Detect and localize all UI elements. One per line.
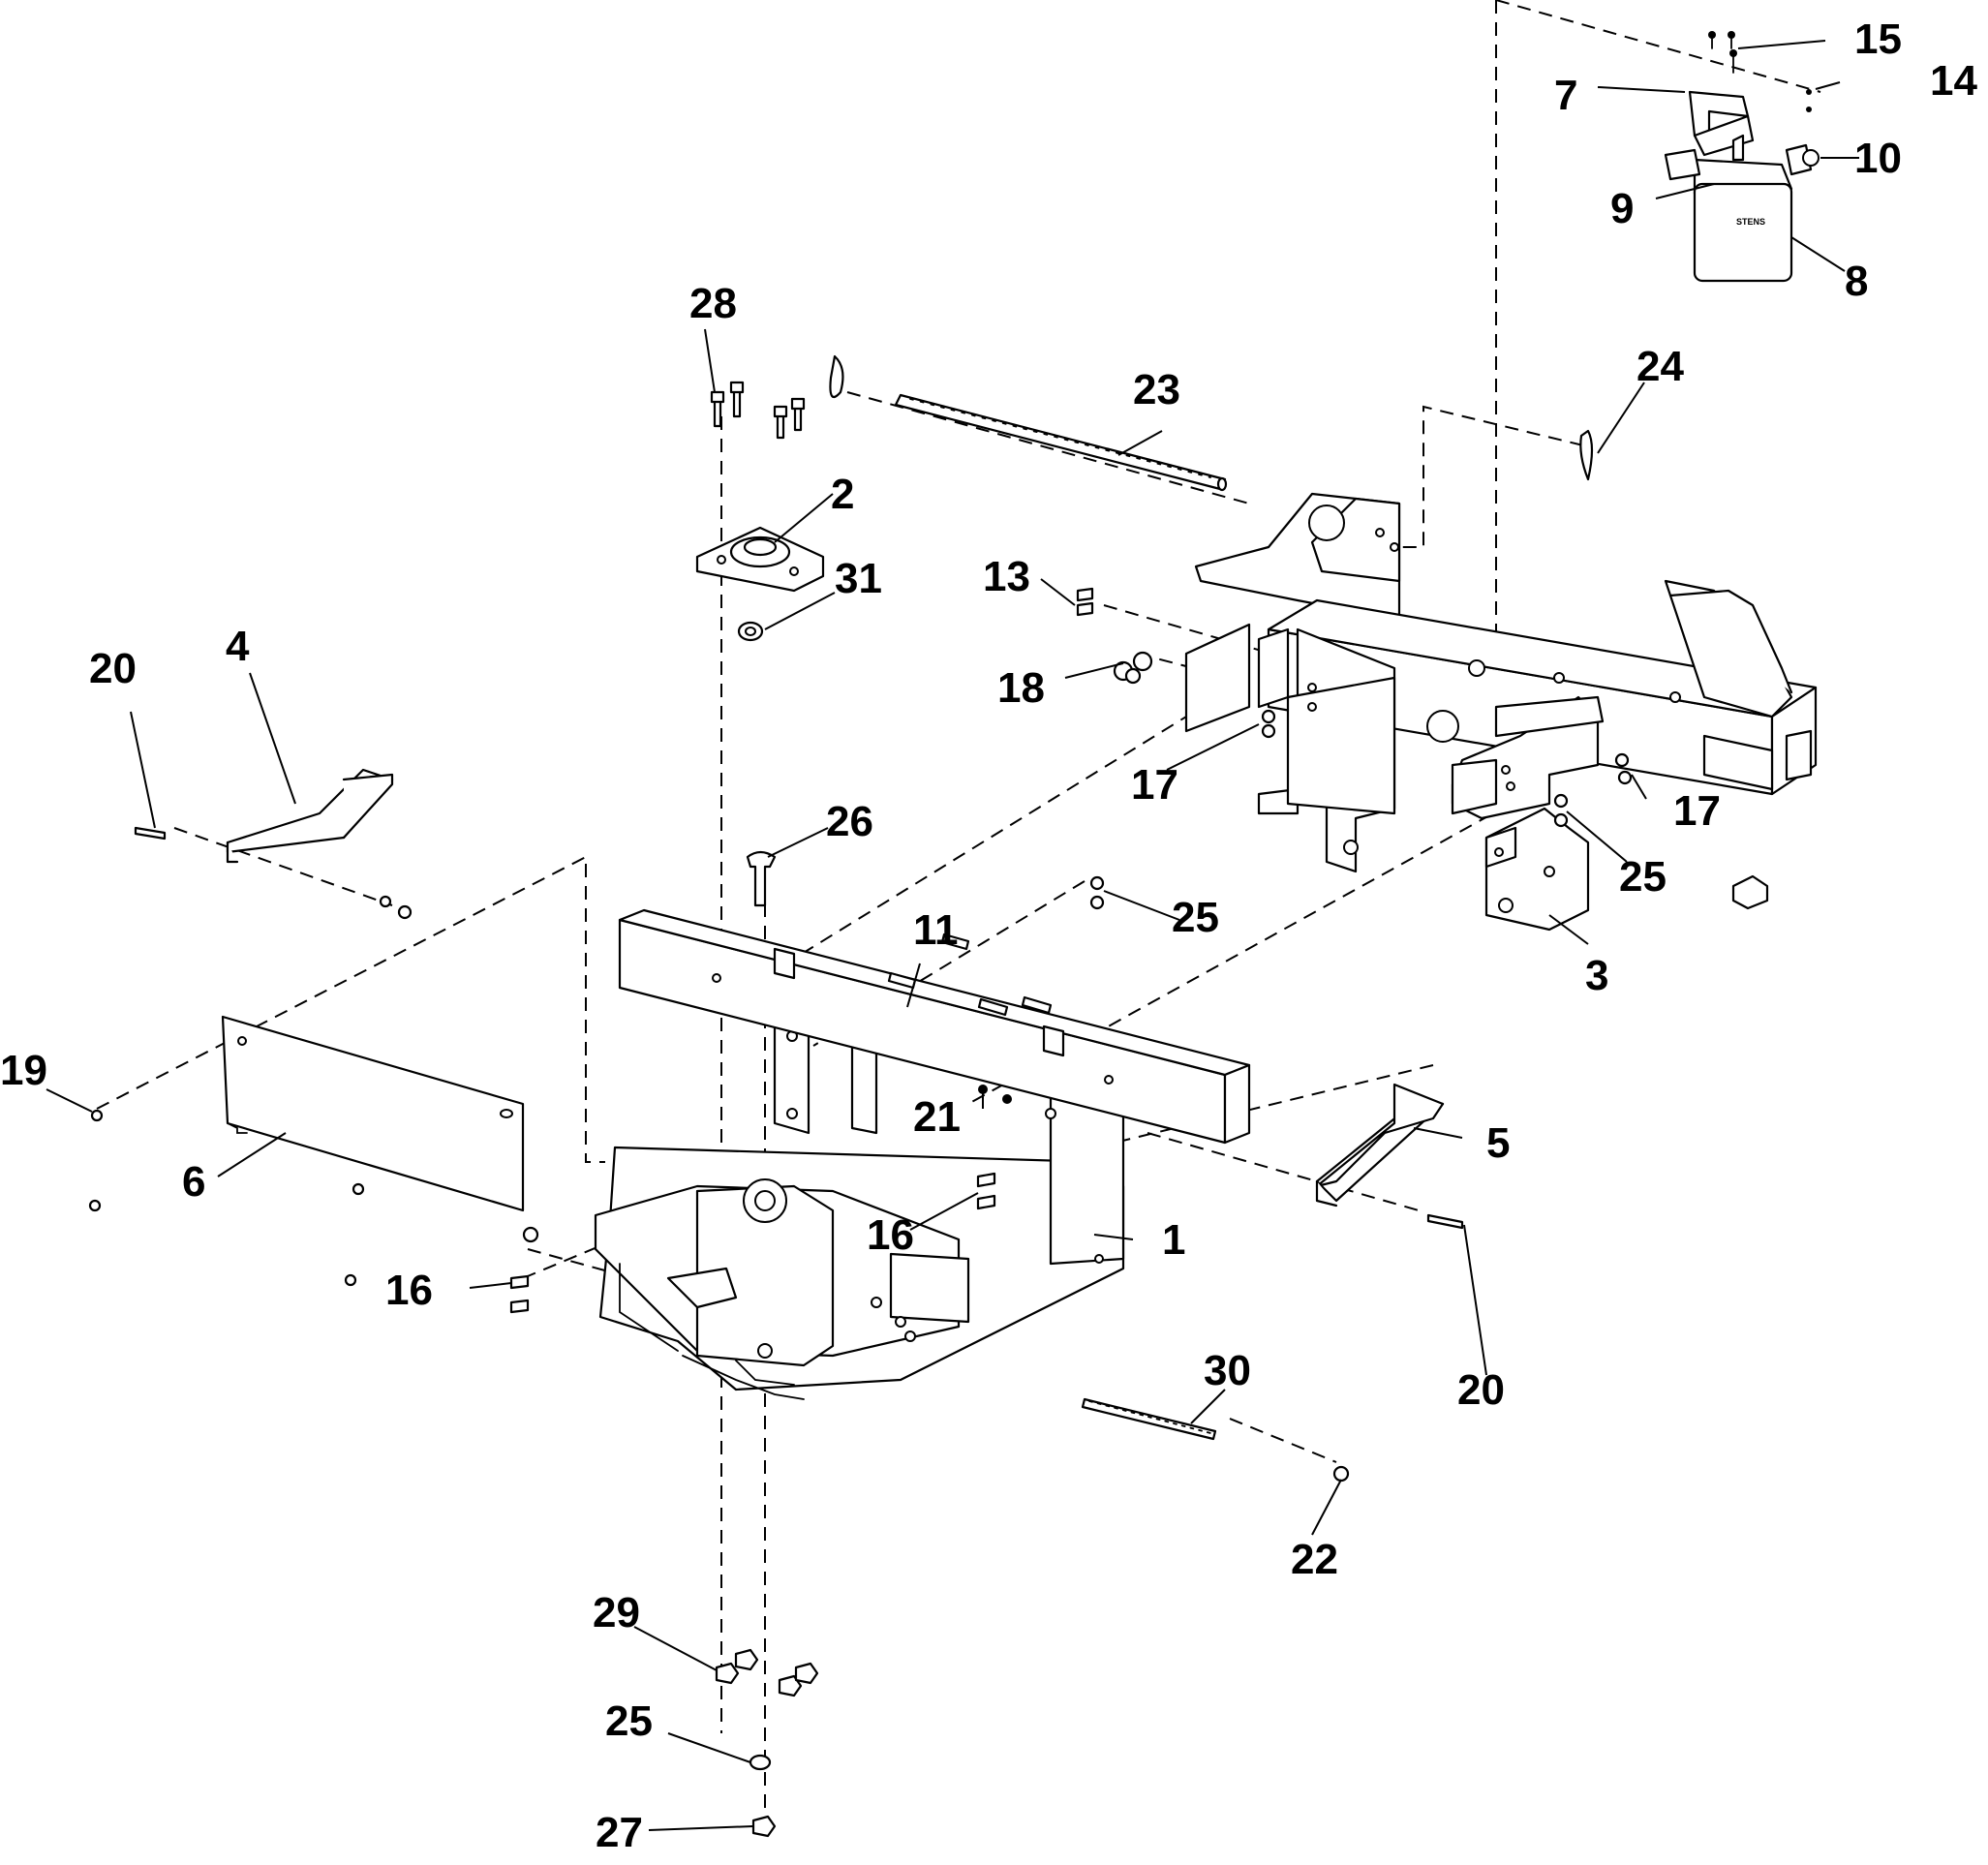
callout-22: 22 bbox=[1291, 1536, 1338, 1583]
callout-15: 15 bbox=[1854, 15, 1902, 63]
hardware bbox=[88, 354, 1769, 1838]
callout-24: 24 bbox=[1636, 343, 1684, 390]
callout-4: 4 bbox=[226, 623, 250, 670]
rod-lower bbox=[1081, 1397, 1217, 1441]
callout-13: 13 bbox=[983, 553, 1030, 600]
rod bbox=[894, 393, 1228, 492]
callout-27: 27 bbox=[596, 1809, 643, 1856]
callout-11: 11 bbox=[913, 906, 959, 954]
callout-25a: 25 bbox=[1172, 894, 1219, 941]
bearing-block bbox=[695, 526, 825, 593]
callout-23: 23 bbox=[1133, 366, 1180, 413]
callout-21: 21 bbox=[913, 1093, 961, 1141]
callout-6: 6 bbox=[182, 1158, 205, 1206]
callout-1: 1 bbox=[1162, 1216, 1185, 1264]
callout-30: 30 bbox=[1204, 1347, 1251, 1394]
callout-2: 2 bbox=[831, 471, 854, 518]
callout-17b: 17 bbox=[1673, 787, 1721, 835]
fuel-filter-assembly: STENS bbox=[1664, 31, 1820, 283]
filter-brand-label: STENS bbox=[1736, 217, 1765, 227]
lower-frame bbox=[594, 1005, 1125, 1400]
callout-26: 26 bbox=[826, 798, 873, 845]
callout-16b: 16 bbox=[867, 1211, 914, 1259]
callout-18: 18 bbox=[997, 664, 1045, 712]
cover-plate bbox=[221, 1015, 525, 1212]
callout-19: 19 bbox=[0, 1047, 47, 1094]
cross-tube bbox=[618, 908, 1251, 1145]
callout-20b: 20 bbox=[1457, 1366, 1505, 1414]
main-frame bbox=[1184, 492, 1818, 932]
callout-29: 29 bbox=[593, 1589, 640, 1636]
callout-14: 14 bbox=[1930, 57, 1977, 105]
callout-8: 8 bbox=[1845, 258, 1868, 305]
shield-right bbox=[1315, 1083, 1445, 1208]
callout-9: 9 bbox=[1610, 185, 1634, 232]
callout-16a: 16 bbox=[385, 1267, 433, 1314]
callout-25c: 25 bbox=[605, 1697, 653, 1745]
callout-28: 28 bbox=[689, 280, 737, 327]
leader-lines bbox=[46, 40, 1859, 1831]
callout-10: 10 bbox=[1854, 135, 1902, 182]
callout-20a: 20 bbox=[89, 645, 137, 692]
shield-left bbox=[226, 768, 394, 864]
callout-5: 5 bbox=[1486, 1119, 1510, 1167]
callout-labels: 1 2 3 4 5 6 7 8 9 10 11 13 14 15 16 16 1… bbox=[0, 15, 1977, 1856]
callout-3: 3 bbox=[1585, 952, 1608, 999]
callout-17a: 17 bbox=[1131, 761, 1178, 809]
callout-31: 31 bbox=[835, 555, 882, 602]
callout-25b: 25 bbox=[1619, 853, 1667, 901]
callout-7: 7 bbox=[1554, 72, 1577, 119]
